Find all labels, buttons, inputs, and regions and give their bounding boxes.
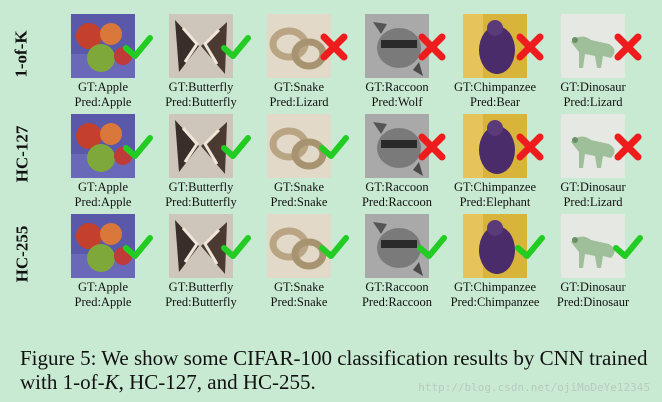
prediction-label: Pred:Lizard [563,195,623,209]
cross-icon [613,132,643,162]
dinosaur-image [561,114,625,178]
prediction-label: Pred:Snake [270,295,328,309]
prediction-label: Pred:Chimpanzee [450,295,540,309]
row-label: HC-127 [8,114,36,194]
prediction-label: Pred:Butterfly [165,95,237,109]
ground-truth-label: GT:Chimpanzee [454,80,536,94]
ground-truth-label: GT:Chimpanzee [454,280,536,294]
prediction-label: Pred:Snake [270,195,328,209]
row-label-text: 1-of-K [12,30,31,78]
cross-icon [417,32,447,62]
check-icon [417,232,447,262]
dinosaur-image [561,14,625,78]
ground-truth-label: GT:Apple [77,280,129,294]
cross-icon [417,132,447,162]
check-icon [613,232,643,262]
prediction-label: Pred:Butterfly [165,195,237,209]
raccoon-image [365,114,429,178]
row-label: 1-of-K [8,14,36,94]
ground-truth-label: GT:Apple [77,180,129,194]
ground-truth-label: GT:Raccoon [365,80,429,94]
ground-truth-label: GT:Butterfly [168,280,234,294]
prediction-label: Pred:Raccoon [361,295,433,309]
chimpanzee-image [463,214,527,278]
caption-prefix: Figure 5: We show some CIFAR-100 classif… [20,346,648,394]
caption-k: K [104,370,119,394]
prediction-label: Pred:Apple [74,295,132,309]
prediction-label: Pred:Elephant [459,195,531,209]
prediction-label: Pred:Lizard [269,95,329,109]
ground-truth-label: GT:Dinosaur [560,180,626,194]
prediction-label: Pred:Apple [74,95,132,109]
ground-truth-label: GT:Dinosaur [560,280,626,294]
check-icon [221,132,251,162]
check-icon [123,32,153,62]
ground-truth-label: GT:Chimpanzee [454,180,536,194]
ground-truth-label: GT:Butterfly [168,180,234,194]
caption-suffix: , HC-127, and HC-255. [118,370,316,394]
ground-truth-label: GT:Butterfly [168,80,234,94]
prediction-label: Pred:Wolf [371,95,423,109]
prediction-label: Pred:Apple [74,195,132,209]
prediction-label: Pred:Dinosaur [556,295,630,309]
check-icon [221,32,251,62]
ground-truth-label: GT:Apple [77,80,129,94]
raccoon-image [365,214,429,278]
cross-icon [515,132,545,162]
ground-truth-label: GT:Snake [273,280,325,294]
ground-truth-label: GT:Raccoon [365,180,429,194]
ground-truth-label: GT:Snake [273,80,325,94]
prediction-label: Pred:Butterfly [165,295,237,309]
prediction-label: Pred:Lizard [563,95,623,109]
figure-caption: Figure 5: We show some CIFAR-100 classif… [20,346,650,394]
row-label: HC-255 [8,214,36,294]
cross-icon [613,32,643,62]
apple-image [71,214,135,278]
watermark: http://blog.csdn.net/ojiMoDeYe12345 [418,381,650,394]
check-icon [123,132,153,162]
raccoon-image [365,14,429,78]
check-icon [221,232,251,262]
row-label-text: HC-127 [12,125,32,183]
snake-image [267,114,331,178]
chimpanzee-image [463,114,527,178]
snake-image [267,14,331,78]
ground-truth-label: GT:Raccoon [365,280,429,294]
prediction-label: Pred:Bear [470,95,520,109]
cross-icon [515,32,545,62]
cross-icon [319,32,349,62]
check-icon [515,232,545,262]
ground-truth-label: GT:Snake [273,180,325,194]
chimpanzee-image [463,14,527,78]
prediction-label: Pred:Raccoon [361,195,433,209]
check-icon [319,132,349,162]
check-icon [123,232,153,262]
check-icon [319,232,349,262]
row-label-text: HC-255 [12,225,32,283]
ground-truth-label: GT:Dinosaur [560,80,626,94]
